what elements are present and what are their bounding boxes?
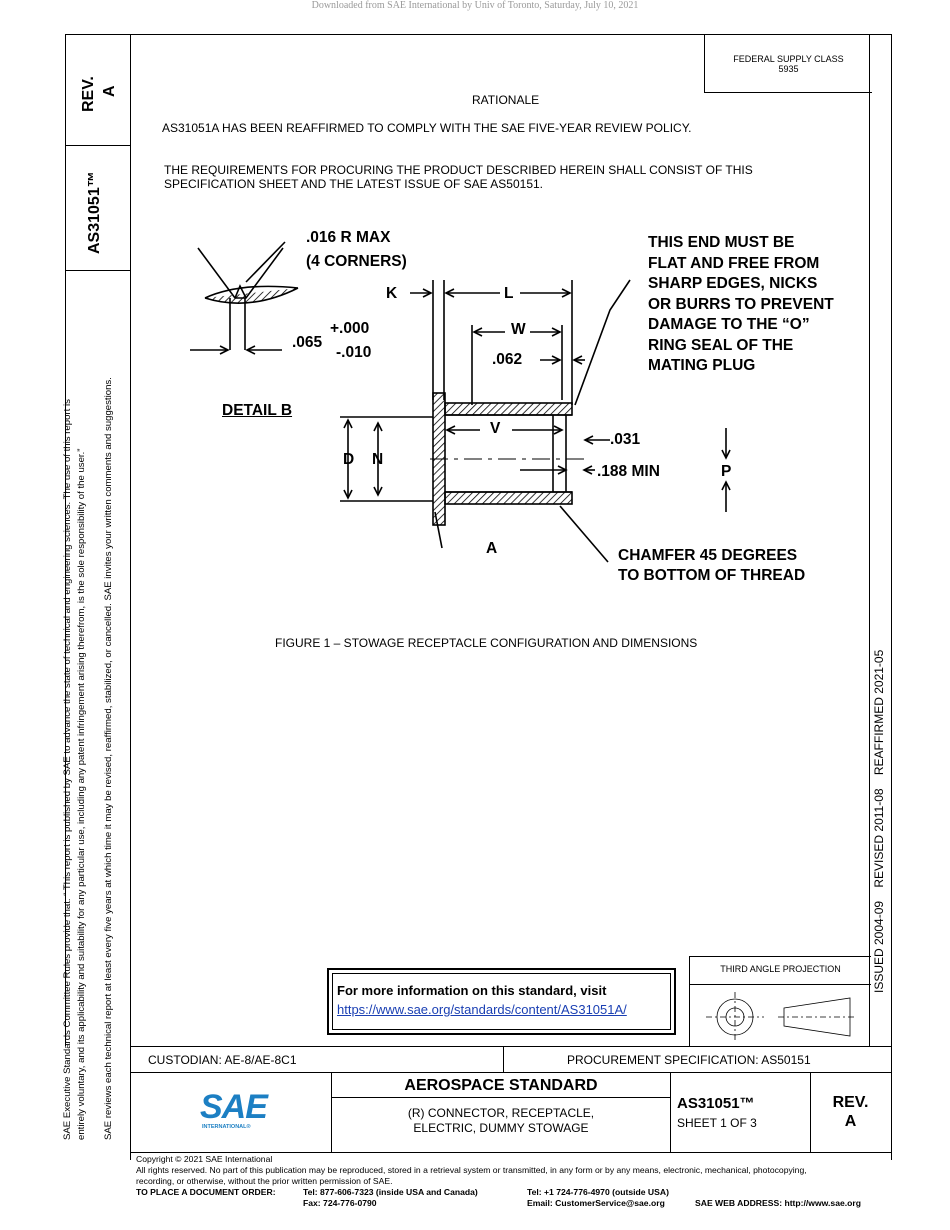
label-a: A [486,540,498,557]
label-n: N [372,451,384,468]
procurement-spec: PROCUREMENT SPECIFICATION: AS50151 [567,1053,811,1067]
side-disclaimer-line-1: SAE Executive Standards Committee Rules … [62,399,73,1140]
label-v: V [490,420,501,437]
label-d: D [343,451,355,468]
frame-right-inner [869,34,870,1046]
figure-caption: FIGURE 1 – STOWAGE RECEPTACLE CONFIGURAT… [275,636,698,650]
side-disclaimer-line-2: entirely voluntary, and its applicabilit… [76,448,87,1140]
download-notice: Downloaded from SAE International by Uni… [311,0,639,11]
side-rev-label: REV. [80,76,97,112]
note-chamfer: CHAMFER 45 DEGREES TO BOTTOM OF THREAD [618,547,806,584]
side-rev-value: A [101,85,118,97]
rationale-heading: RATIONALE [472,93,540,107]
federal-supply-class-value: 5935 [778,64,799,74]
federal-supply-class-box: FEDERAL SUPPLY CLASS 5935 [704,34,872,93]
tb-bottom [130,1152,892,1153]
label-031: .031 [610,431,641,448]
projection-symbol [706,992,856,1042]
more-info-text: For more information on this standard, v… [337,983,607,998]
frame-right [891,34,892,1160]
frame-inner-left [130,34,131,1160]
note-flat-end: THIS END MUST BE FLAT AND FREE FROM SHAR… [648,234,834,374]
rev-label: REV. [832,1094,869,1111]
tb-vert-4 [810,1072,811,1152]
doc-title-line-2: ELECTRIC, DUMMY STOWAGE [413,1121,589,1135]
projection-box: THIRD ANGLE PROJECTION [689,956,871,1047]
tb-std-underline [331,1097,671,1098]
sae-logo-text: SAE [200,1088,268,1126]
federal-supply-class-label: FEDERAL SUPPLY CLASS [733,54,844,64]
web-address: SAE WEB ADDRESS: http://www.sae.org [695,1198,861,1208]
label-w: W [511,321,526,338]
receptacle-drawing [190,241,731,563]
label-tol-minus: -.010 [336,344,372,361]
requirements-line-1: THE REQUIREMENTS FOR PROCURING THE PRODU… [164,163,753,177]
sae-logo: SAE INTERNATIONAL® [200,1088,268,1130]
rev-value: A [844,1113,857,1130]
email: Email: CustomerService@sae.org [527,1198,665,1208]
fax: Fax: 724-776-0790 [303,1198,377,1208]
label-l: L [504,285,514,302]
tb-vert-3 [670,1072,671,1152]
issue-history: ISSUED 2004-09 REVISED 2011-08 REAFFIRME… [872,649,886,993]
frame-top [65,34,892,35]
left-box-divider-2 [65,270,131,271]
sae-logo-sub: INTERNATIONAL® [202,1124,251,1130]
label-p: P [721,463,732,480]
standard-heading: AEROSPACE STANDARD [404,1077,598,1094]
tb-row-divider [130,1072,892,1073]
tb-vert-2 [331,1072,332,1152]
tel-us: Tel: 877-606-7323 (inside USA and Canada… [303,1187,478,1197]
left-box-divider-1 [65,145,131,146]
label-065: .065 [292,334,323,351]
custodian: CUSTODIAN: AE-8/AE-8C1 [148,1053,297,1067]
copyright: Copyright © 2021 SAE International [136,1154,273,1164]
projection-label: THIRD ANGLE PROJECTION [720,964,841,974]
more-info-box: For more information on this standard, v… [327,968,676,1035]
side-disclaimer-line-3: SAE reviews each technical report at lea… [103,377,114,1140]
more-info-link[interactable]: https://www.sae.org/standards/content/AS… [337,1002,627,1017]
tb-vert-1 [503,1046,504,1073]
label-188-min: .188 MIN [597,463,660,480]
tb-top [130,1046,892,1047]
label-detail-b: DETAIL B [222,402,293,419]
tel-intl: Tel: +1 724-776-4970 (outside USA) [527,1187,669,1197]
label-k: K [386,285,398,302]
doc-title-line-1: (R) CONNECTOR, RECEPTACLE, [407,1106,595,1120]
order-label: TO PLACE A DOCUMENT ORDER: [136,1187,276,1197]
rights-line-1: All rights reserved. No part of this pub… [136,1165,807,1175]
requirements-line-2: SPECIFICATION SHEET AND THE LATEST ISSUE… [164,177,544,191]
sheet-number: SHEET 1 OF 3 [677,1116,757,1130]
side-doc-number: AS31051™ [86,171,103,254]
label-tol-plus: +.000 [330,320,370,337]
rights-line-2: recording, or otherwise, without the pri… [136,1176,393,1186]
label-062: .062 [492,351,523,368]
frame-left [65,34,66,1046]
doc-number: AS31051™ [677,1095,755,1112]
label-corners: (4 CORNERS) [306,253,407,270]
rationale-text: AS31051A HAS BEEN REAFFIRMED TO COMPLY W… [162,121,692,135]
label-radius: .016 R MAX [306,229,391,246]
